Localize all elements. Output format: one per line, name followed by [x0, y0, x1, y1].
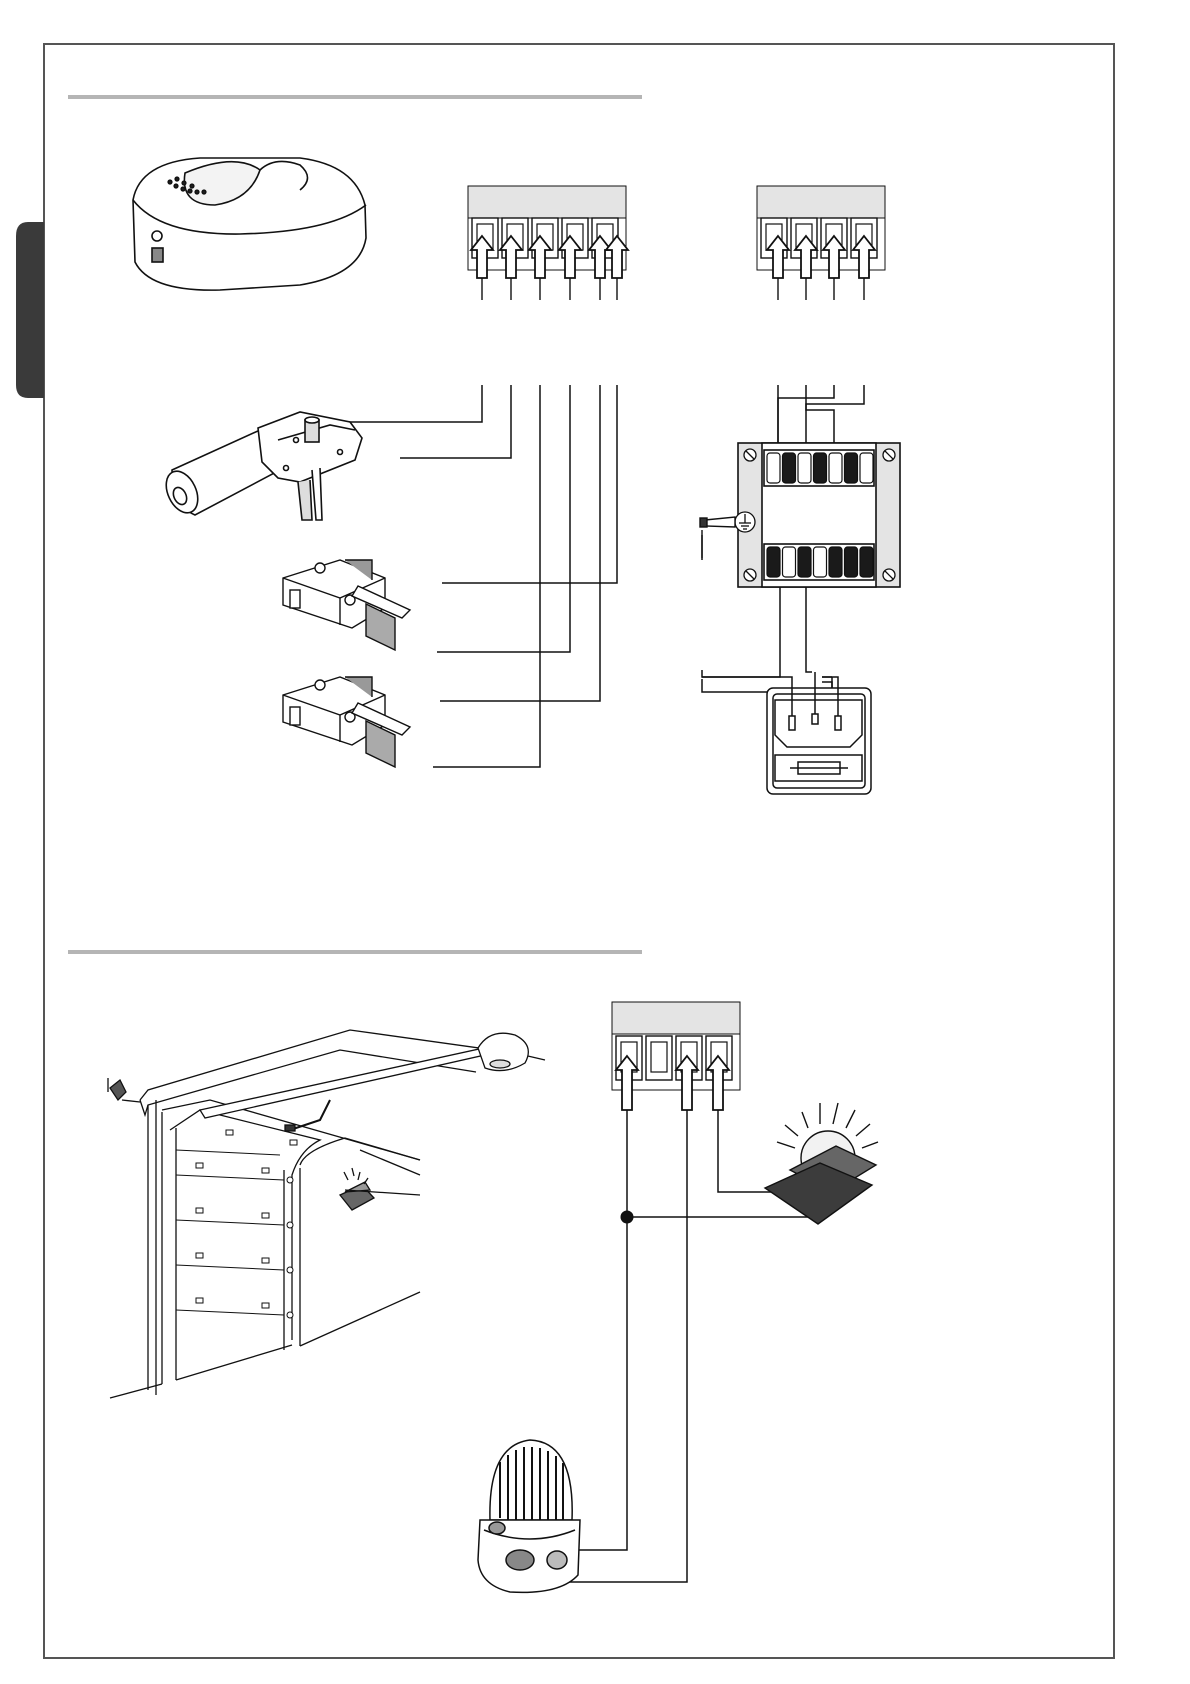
terminal-leads: [482, 278, 864, 300]
flashing-beacon-illustration: [478, 1440, 580, 1592]
transformer-socket: [798, 453, 811, 483]
door-panel-lines: [176, 1150, 284, 1315]
sectional-garage-door-illustration: [108, 1030, 545, 1398]
transformer-socket: [845, 547, 858, 577]
terminal-block-accessories: [612, 1002, 740, 1110]
transformer-socket: [814, 547, 827, 577]
accessory-wiring: [565, 1110, 810, 1582]
door-courtesy-lamp-mini: [340, 1168, 374, 1210]
transformer-socket: [860, 547, 873, 577]
door-rail: [200, 1040, 525, 1118]
terminal-block-4: [757, 186, 885, 278]
transformer-socket: [783, 453, 796, 483]
transformer-socket: [798, 547, 811, 577]
section-rule-top: [68, 95, 642, 99]
ground-symbol-icon: [735, 512, 755, 532]
transformer-terminal-board-illustration: [700, 443, 900, 587]
section-rule-bottom: [68, 950, 642, 954]
door-hinges: [196, 1130, 297, 1318]
transformer-socket: [814, 453, 827, 483]
transformer-socket: [767, 453, 780, 483]
transformer-socket: [829, 453, 842, 483]
control-unit-housing-illustration: [133, 158, 366, 290]
transformer-socket: [829, 547, 842, 577]
terminal-screw-slot: [651, 1042, 667, 1072]
terminal-block-6: [468, 186, 628, 278]
mains-power-socket-illustration: [767, 688, 871, 794]
courtesy-lamp-illustration: [765, 1103, 878, 1224]
closing-limit-microswitch-illustration: [283, 677, 410, 767]
junction-dot-icon: [621, 1211, 633, 1223]
gearmotor-illustration: [160, 412, 362, 520]
transformer-socket: [767, 547, 780, 577]
transformer-socket: [845, 453, 858, 483]
side-tab: [16, 222, 44, 398]
transformer-socket: [860, 453, 873, 483]
ground-lug: [700, 517, 735, 558]
transformer-socket: [783, 547, 796, 577]
opening-limit-microswitch-illustration: [283, 560, 410, 650]
